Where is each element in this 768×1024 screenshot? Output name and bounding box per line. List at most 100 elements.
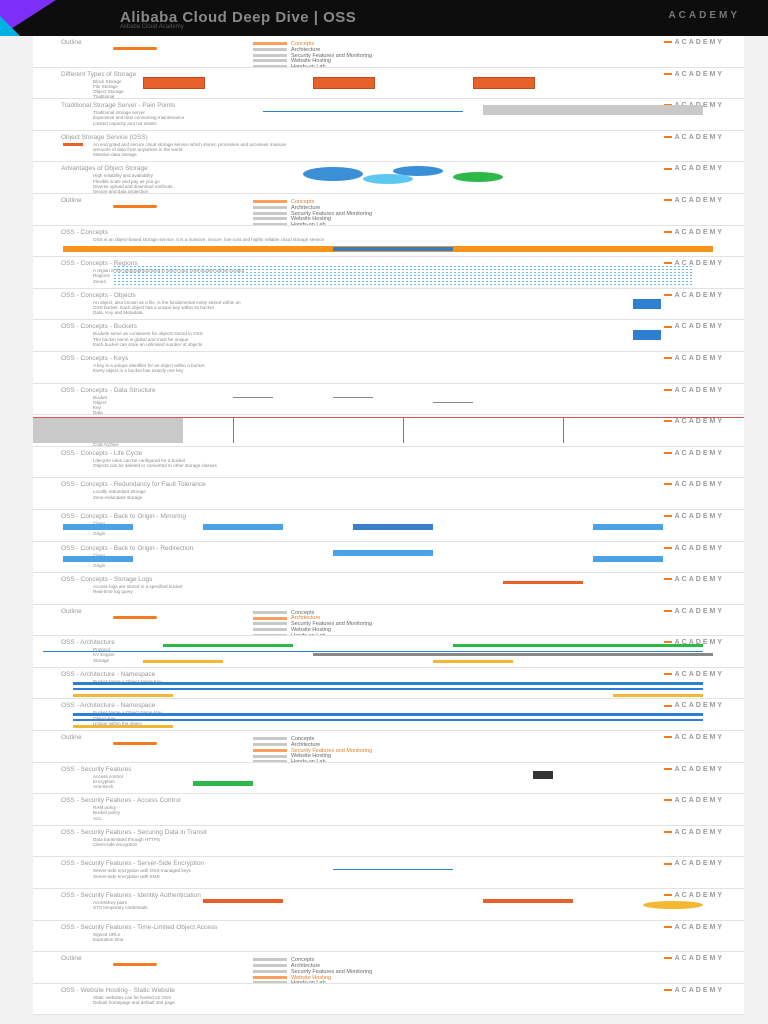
- slide-thumbnail[interactable]: OSS - Security Features - Identity Authe…: [33, 889, 744, 921]
- slide-body-line: Cold Archive: [93, 441, 119, 447]
- outline-item-label: Security Features and Monitoring: [291, 621, 373, 628]
- outline-item: Security Features and Monitoring: [253, 748, 372, 755]
- outline-bar: [253, 622, 287, 626]
- slide-title: OSS - Architecture: [61, 639, 115, 647]
- slide-thumbnail[interactable]: OSS - Concepts - Back to Origin - Redire…: [33, 541, 744, 574]
- slide-thumbnail[interactable]: Traditional Storage Server - Pain Points…: [33, 99, 744, 131]
- outline-item-label: Hands-on Lab: [291, 222, 326, 226]
- slide-thumbnail[interactable]: OSS - Architecture - Namespace ACADEMYBuc…: [33, 699, 744, 732]
- slide-thumbnail[interactable]: OSS - Security Features - Server-Side En…: [33, 857, 744, 890]
- outline-item-label: Security Features and Monitoring: [291, 52, 373, 59]
- outline-item: Hands-on Lab: [253, 759, 372, 763]
- slide-title: OSS - Concepts - Life Cycle: [61, 449, 143, 457]
- slide-title: Different Types of Storage: [61, 70, 137, 78]
- slide-title: OSS - Concepts - Back to Origin - Mirror…: [61, 512, 186, 520]
- cyan-accent-shape: [0, 16, 20, 36]
- slide-title: OSS - Concepts - Regions: [61, 260, 138, 268]
- outline-item-label: Hands-on Lab: [291, 759, 326, 763]
- slide-body-line: Block Storage: [93, 78, 122, 84]
- slide-body-line: OSS bucket. Each object has a unique key…: [93, 304, 214, 310]
- outline-item: Concepts: [253, 41, 372, 48]
- slide-brand-logo: ACADEMY: [664, 260, 724, 267]
- outline-bar: [253, 217, 287, 221]
- slide-body-line: Every object in a bucket has exactly one…: [93, 368, 184, 374]
- outline-bar: [253, 47, 287, 51]
- slide-title: OSS - Security Features - Identity Authe…: [61, 892, 201, 900]
- outline-item-label: Security Features and Monitoring: [291, 210, 373, 217]
- outline-item-label: Hands-on Lab: [291, 980, 326, 984]
- outline-bar: [253, 737, 287, 741]
- slide-body-line: Default homepage and default 404 page: [93, 1000, 175, 1006]
- outline-item-label: Website Hosting: [291, 216, 331, 223]
- slide-title: OSS - Security Features: [61, 765, 132, 773]
- slide-thumbnail[interactable]: OSS - Concepts - Redundancy for Fault To…: [33, 478, 744, 510]
- slide-brand-logo: ACADEMY: [664, 197, 724, 204]
- outline-item-label: Hands-on Lab: [291, 64, 326, 68]
- outline-item: Security Features and Monitoring: [253, 969, 372, 976]
- slide-title: OSS - Security Features - Securing Data …: [61, 828, 207, 836]
- outline-bar: [253, 616, 287, 620]
- slide-brand-logo: ACADEMY: [664, 39, 724, 46]
- outline-bar: [253, 59, 287, 63]
- slide-body-line: Zone-redundant storage: [93, 494, 143, 500]
- slide-body: Bucket Name + Object Name KeyObject KeyU…: [93, 710, 664, 726]
- slide-thumbnail[interactable]: OSS - Security Features - Access Control…: [33, 794, 744, 826]
- slide-thumbnail[interactable]: OSS - Concepts - Back to Origin - Mirror…: [33, 509, 744, 542]
- slide-body: BucketObjectKeyDataMetadata: [93, 395, 664, 416]
- slide-brand-logo: ACADEMY: [664, 545, 724, 552]
- slide-body-line: Buckets serve as containers for objects …: [93, 331, 203, 337]
- slide-body-line: An object, also known as a file, is the …: [93, 299, 241, 305]
- slide-body-line: Access control: [93, 773, 123, 779]
- slide-brand-logo: ACADEMY: [664, 355, 724, 362]
- slide-body-line: Each bucket can store an unlimited numbe…: [93, 341, 203, 347]
- slide-brand-logo: ACADEMY: [664, 165, 724, 172]
- outline-bar: [253, 969, 287, 973]
- slide-body-line: Origin: [93, 562, 106, 568]
- slide-title: OSS - Architecture - Namespace: [61, 702, 156, 710]
- slide-thumbnail[interactable]: OSS - Security Features - Time-Limited O…: [33, 920, 744, 953]
- slide-body-line: Data: [93, 410, 103, 416]
- slide-body-line: Object Storage: [93, 89, 124, 94]
- slide-body-line: Bucket Name + Object Name Key: [93, 679, 664, 684]
- slide-body-line: Anti-leech: [93, 784, 114, 790]
- slide-thumbnail[interactable]: OSS - Security Features - Securing Data …: [33, 825, 744, 858]
- outline-item: Concepts: [253, 199, 372, 206]
- outline-item: Hands-on Lab: [253, 633, 372, 636]
- outline-item-label: Architecture: [291, 741, 321, 748]
- slide-thumbnail[interactable]: OSS - Architecture - NamespaceACADEMYBuc…: [33, 667, 744, 700]
- slide-brand-logo: ACADEMY: [664, 450, 724, 457]
- slide-brand-logo: ACADEMY: [664, 513, 724, 520]
- slide-body-line: amounts of data from anywhere in the wor…: [93, 146, 183, 152]
- outline-accent-bar: [113, 963, 157, 967]
- outline-item: Security Features and Monitoring: [253, 621, 373, 628]
- slide-body-line: Traditional storage server: [93, 110, 145, 116]
- slide-brand-logo: ACADEMY: [664, 702, 724, 709]
- slide-title: OSS - Security Features - Server-Side En…: [61, 860, 205, 868]
- slide-body: Server-side encryption with OSS-managed …: [93, 868, 664, 878]
- slide-thumbnail[interactable]: OSS - Concepts - Storage ClassesACADEMYS…: [33, 415, 744, 447]
